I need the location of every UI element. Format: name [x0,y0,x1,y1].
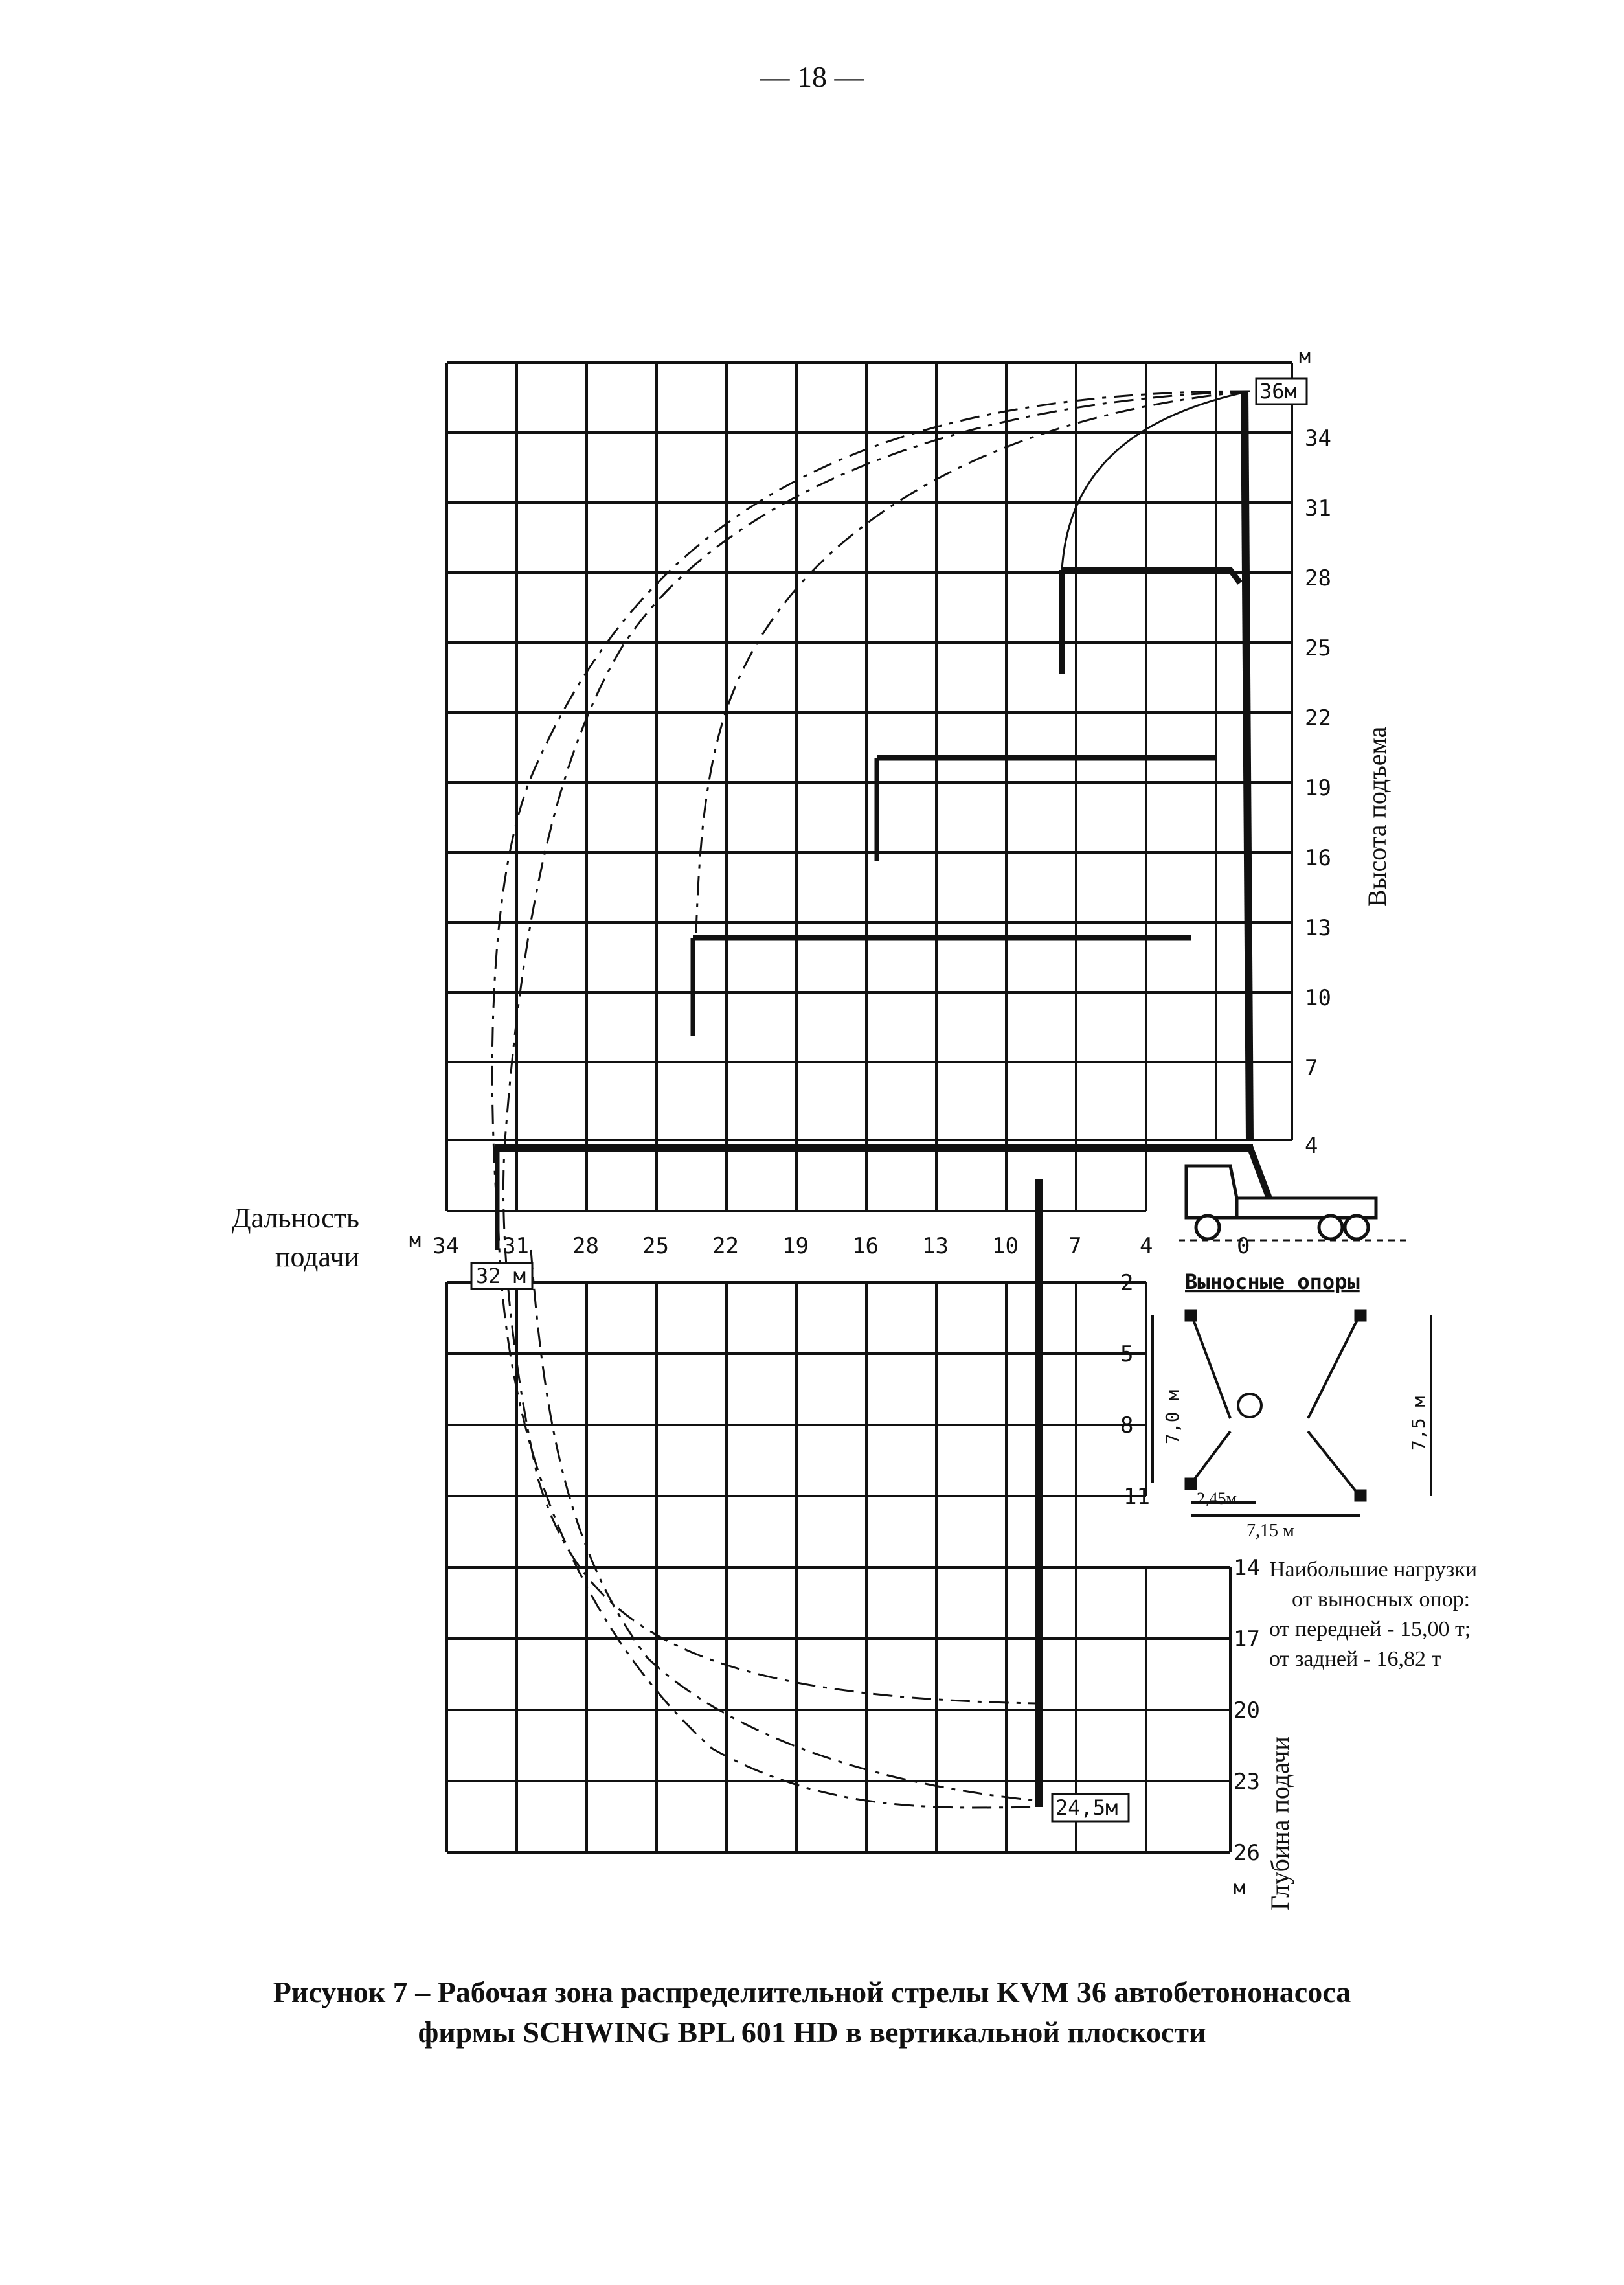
boom-horizontal-28 [1062,567,1243,585]
pump-truck [1184,1145,1378,1241]
max-depth-label: 24,5м [1055,1795,1118,1820]
height-grid [445,361,1293,1212]
height-tick: 31 [1305,495,1331,521]
reach-label-line1: Дальность [232,1202,359,1234]
max-reach-envelope [491,390,1250,1809]
height-axis: м 34 31 28 25 22 19 16 13 10 7 4 [1299,345,1331,1159]
reach-tick: 4 [1140,1233,1153,1259]
height-tick: 10 [1305,985,1331,1011]
max-height-label: 36м [1259,379,1297,404]
depth-tick: 2 [1120,1270,1133,1296]
height-tick: 16 [1305,845,1331,871]
outriggers-title: Выносные опоры [1185,1269,1360,1294]
page-number: — 18 — [760,60,864,93]
boom-vertical-mast [1241,391,1254,1141]
reach-tick: 0 [1237,1233,1250,1259]
reach-tick: 31 [502,1233,529,1259]
depth-grid [445,1281,1232,1854]
outrigger-loads: Наибольшие нагрузки от выносных опор: от… [1269,1558,1477,1671]
loads-line2: от выносных опор: [1292,1587,1470,1611]
reach-tick: 34 [433,1233,459,1259]
height-axis-unit: м [1299,345,1311,368]
reach-axis: м 34 31 28 25 22 19 16 13 10 7 4 0 [409,1229,1250,1259]
depth-envelope [530,1249,1037,1802]
reach-tick: 28 [572,1233,599,1259]
depth-axis-label: Глубина подачи [1265,1736,1294,1911]
max-reach-label: 32 м [476,1264,526,1288]
inner-envelope-3 [1061,390,1250,571]
depth-tick: 14 [1234,1555,1260,1581]
reach-tick: 25 [642,1233,669,1259]
height-tick: 4 [1305,1133,1318,1159]
height-tick: 25 [1305,635,1331,661]
loads-line4: от задней - 16,82 т [1269,1647,1441,1671]
depth-axis-unit: м [1234,1877,1245,1900]
height-tick: 28 [1305,565,1331,591]
reach-axis-unit: м [409,1229,421,1252]
depth-tick: 23 [1234,1769,1260,1795]
outrigger-base: 7,15 м [1246,1521,1294,1541]
reach-tick: 16 [852,1233,879,1259]
depth-tick: 5 [1120,1341,1133,1367]
height-tick: 19 [1305,775,1331,801]
reach-tick: 13 [922,1233,949,1259]
caption-line2: фирмы SCHWING BPL 601 HD в вертикальной … [418,2016,1206,2049]
loads-line3: от передней - 15,00 т; [1269,1617,1471,1641]
depth-tick: 8 [1120,1413,1133,1438]
caption-rest: – Рабочая зона распределительной стрелы … [407,1975,1351,2008]
height-tick: 22 [1305,705,1331,731]
reach-tick: 7 [1068,1233,1081,1259]
reach-tick: 10 [992,1233,1019,1259]
height-tick: 13 [1305,915,1331,941]
outrigger-front-span: 7,0 м [1162,1390,1183,1444]
outrigger-rear-span: 7,5 м [1408,1396,1429,1451]
inner-envelope-1 [502,390,1250,1705]
depth-tick: 26 [1234,1840,1260,1866]
reach-label-line2: подачи [275,1241,359,1273]
reach-tick: 19 [782,1233,809,1259]
figure-caption: Рисунок 7 – Рабочая зона распределительн… [0,1972,1624,2052]
loads-line1: Наибольшие нагрузки [1269,1558,1477,1582]
envelope-curves [491,390,1250,1809]
boom-positions [495,391,1254,1807]
depth-tick: 20 [1234,1698,1260,1723]
depth-axis: 2 5 8 11 14 17 20 23 26 м [1120,1270,1260,1900]
height-tick: 34 [1305,426,1331,451]
caption-lead: Рисунок 7 [273,1975,408,2008]
depth-tick: 17 [1234,1626,1260,1652]
height-tick: 7 [1305,1055,1318,1081]
outrigger-scheme: Выносные опоры 7,0 м 7,5 м 2,45м 7,15 м [1151,1269,1432,1541]
limit-annotations: 36м 32 м 24,5м [470,377,1308,1823]
outrigger-front-offset: 2,45м [1197,1489,1237,1508]
height-axis-label: Высота подъема [1362,726,1392,907]
depth-tick: 11 [1123,1484,1150,1510]
reach-tick: 22 [712,1233,739,1259]
